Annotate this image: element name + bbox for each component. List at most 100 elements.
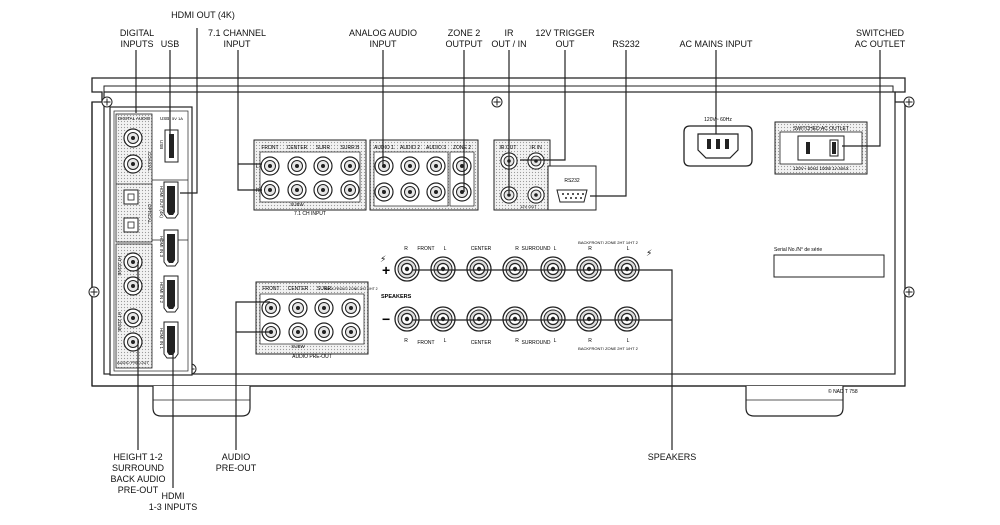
optical-jack[interactable] <box>123 189 139 205</box>
rs232-block <box>547 165 597 211</box>
optical-jack[interactable] <box>123 217 139 233</box>
ch71-jack[interactable] <box>260 180 280 200</box>
callout-hdmi-inputs: HDMI 1-3 INPUTS <box>143 491 203 513</box>
ch71-head: SURR B <box>341 145 361 151</box>
ch71-jack[interactable] <box>340 156 360 176</box>
speaker-foot: R <box>588 338 592 344</box>
height-preout-jack[interactable] <box>123 276 143 296</box>
callout-line: USB <box>160 39 180 49</box>
speakers-label: SPEAKERS <box>381 294 412 300</box>
side-preout-label: AUDIO PRE-OUT <box>117 360 149 365</box>
callout-line: RS232 <box>612 39 640 49</box>
hdmi-in-1-port[interactable] <box>163 321 179 359</box>
height-preout-jack[interactable] <box>123 332 143 352</box>
ch71-jack[interactable] <box>313 180 333 200</box>
leader-lines <box>135 28 881 488</box>
preout-jack[interactable] <box>314 322 334 342</box>
screw-icon <box>903 286 915 298</box>
preout-jack[interactable] <box>314 298 334 318</box>
callout-line: OUTPUT <box>445 39 483 49</box>
zone2-jack[interactable] <box>452 156 472 176</box>
callout-speakers: SPEAKERS <box>640 452 704 463</box>
speaker-foot: SURROUND <box>522 340 551 346</box>
preout-block <box>255 281 369 355</box>
screw-icon <box>903 96 915 108</box>
ir-in-jack[interactable] <box>527 152 545 170</box>
usb-side-label: USB <box>159 140 164 149</box>
hdmi-in-3-port[interactable] <box>163 229 179 267</box>
zone2-jack[interactable] <box>452 182 472 202</box>
speaker-terminal[interactable] <box>540 306 566 332</box>
preout-jack[interactable] <box>288 298 308 318</box>
callout-line: INPUT <box>369 39 397 49</box>
coaxial-jack[interactable] <box>123 154 143 174</box>
ch71-jack[interactable] <box>287 156 307 176</box>
audio-head: ZONE 2 <box>453 145 471 151</box>
speaker-terminal[interactable] <box>502 306 528 332</box>
plus-sign: + <box>382 262 390 278</box>
preout-jack[interactable] <box>341 322 361 342</box>
callout-line: OUT <box>555 39 575 49</box>
audio-jack[interactable] <box>374 182 394 202</box>
audio-jack[interactable] <box>374 156 394 176</box>
speaker-head: L <box>444 246 447 252</box>
trigger-label: 12V OUT <box>520 204 537 209</box>
rs232-port[interactable] <box>556 189 588 203</box>
callout-height-surround: HEIGHT 1-2 SURROUND BACK AUDIO PRE-OUT <box>98 452 178 496</box>
callout-line: ANALOG AUDIO <box>348 28 418 38</box>
callout-trigger: 12V TRIGGER OUT <box>530 28 600 50</box>
speaker-terminal[interactable] <box>394 306 420 332</box>
speaker-terminal[interactable] <box>502 256 528 282</box>
callout-line: SWITCHED <box>856 28 904 38</box>
switched-outlet-rating: 120V~ 60Hz 100W 1A MAX <box>793 166 848 171</box>
ch71-jack[interactable] <box>287 180 307 200</box>
trigger-jack[interactable] <box>527 186 545 204</box>
height-preout-jack[interactable] <box>123 252 143 272</box>
speaker-terminal[interactable] <box>430 256 456 282</box>
ch71-head: SURR <box>316 145 331 151</box>
height-preout-jack[interactable] <box>123 308 143 328</box>
rs232-label: RS232 <box>564 178 580 184</box>
audio-jack[interactable] <box>400 182 420 202</box>
usb-port[interactable] <box>164 129 179 163</box>
ch71-jack[interactable] <box>340 180 360 200</box>
speaker-terminal[interactable] <box>614 306 640 332</box>
ac-mains-socket[interactable] <box>683 125 753 167</box>
speaker-terminal[interactable] <box>540 256 566 282</box>
speaker-head: R <box>404 246 408 252</box>
audio-jack[interactable] <box>426 182 446 202</box>
hdmi-in-2-port[interactable] <box>163 275 179 313</box>
speaker-foot: L <box>554 338 557 344</box>
screw-icon <box>491 96 503 108</box>
chassis <box>91 77 906 387</box>
speaker-terminal[interactable] <box>466 306 492 332</box>
ch71-jack[interactable] <box>260 156 280 176</box>
serial-label: Serial No./N° de série <box>774 247 822 253</box>
digital-audio-label: DIGITAL AUDIO <box>118 116 151 121</box>
callout-digital-inputs: DIGITAL INPUTS <box>110 28 164 50</box>
speaker-terminal[interactable] <box>614 256 640 282</box>
callout-71-input: 7.1 CHANNEL INPUT <box>200 28 274 50</box>
audio-head: AUDIO 1 <box>374 145 394 151</box>
switched-outlet-socket[interactable] <box>797 135 845 161</box>
audio-jack[interactable] <box>400 156 420 176</box>
speaker-terminal[interactable] <box>576 306 602 332</box>
preout-jack[interactable] <box>341 298 361 318</box>
speaker-terminal[interactable] <box>430 306 456 332</box>
speaker-terminal[interactable] <box>394 256 420 282</box>
preout-head: CENTER <box>288 286 309 292</box>
audio-jack[interactable] <box>426 156 446 176</box>
callout-line: 12V TRIGGER <box>535 28 595 38</box>
coaxial-jack[interactable] <box>123 128 143 148</box>
ch71-jack[interactable] <box>313 156 333 176</box>
hdmi-out-port[interactable] <box>163 181 179 219</box>
screw-icon <box>88 286 100 298</box>
speaker-head: BACKFRONT/ ZONE 2HT 1/HT 2 <box>578 240 638 245</box>
preout-jack[interactable] <box>288 322 308 342</box>
warning-icon: ⚡ <box>646 248 652 258</box>
ch71-l: L <box>256 164 259 170</box>
ch71-head: CENTER <box>287 145 308 151</box>
speaker-terminal[interactable] <box>576 256 602 282</box>
speaker-terminal[interactable] <box>466 256 492 282</box>
ch71-input-label: 7.1 CH INPUT <box>294 211 326 217</box>
